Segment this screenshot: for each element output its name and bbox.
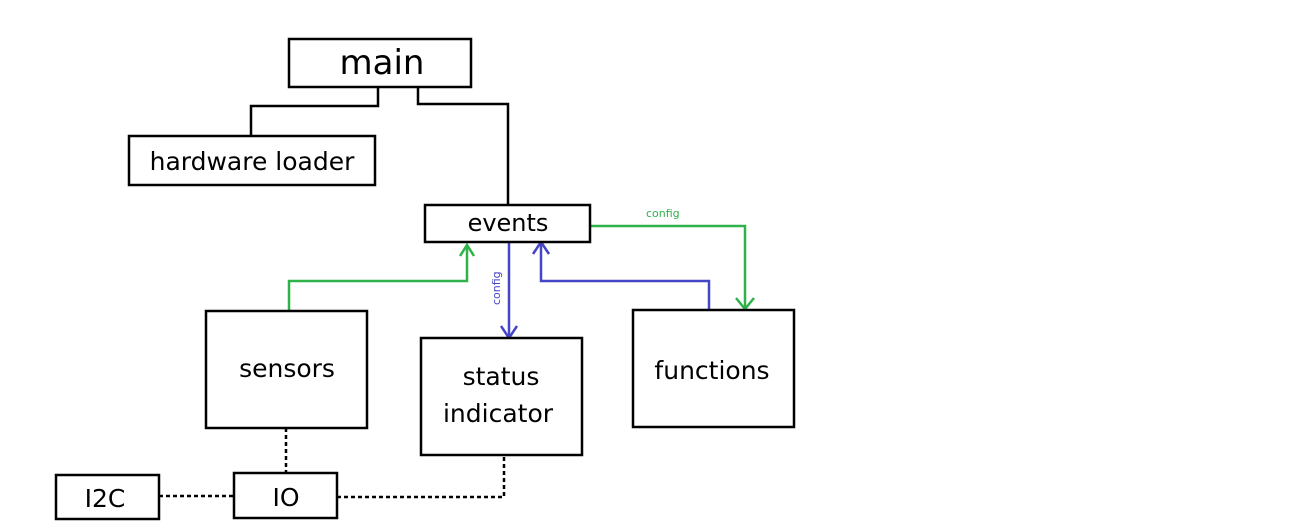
node-io-label: IO — [272, 483, 299, 512]
node-status-indicator: status indicator — [419, 336, 584, 457]
connector-main-to-hardware-loader — [249, 87, 380, 136]
arrow-sensors-to-events — [287, 247, 469, 311]
node-status-indicator-label-line1: status — [463, 362, 540, 391]
node-sensors-label: sensors — [239, 354, 335, 383]
node-main: main — [287, 37, 473, 89]
node-i2c: I2C — [54, 473, 161, 521]
node-i2c-label: I2C — [85, 484, 126, 513]
node-hardware-loader: hardware loader — [127, 134, 377, 187]
edge-label-config-blue: config — [490, 271, 503, 305]
arrow-functions-to-events — [539, 244, 711, 310]
node-hardware-loader-label: hardware loader — [150, 147, 356, 176]
node-sensors: sensors — [204, 309, 369, 430]
node-main-label: main — [340, 43, 425, 83]
edge-label-config-green: config — [646, 207, 680, 220]
node-status-indicator-label-line2: indicator — [443, 399, 554, 428]
arrow-events-to-functions — [591, 224, 747, 308]
node-functions-label: functions — [654, 356, 769, 385]
node-events-label: events — [468, 209, 549, 237]
node-io: IO — [232, 471, 339, 520]
node-events: events — [423, 203, 592, 244]
node-functions: functions — [631, 308, 796, 429]
arrowhead-sensors-to-events — [458, 242, 476, 257]
connector-main-to-events — [416, 87, 510, 205]
dashed-connector-io-to-status-indicator — [337, 455, 506, 499]
